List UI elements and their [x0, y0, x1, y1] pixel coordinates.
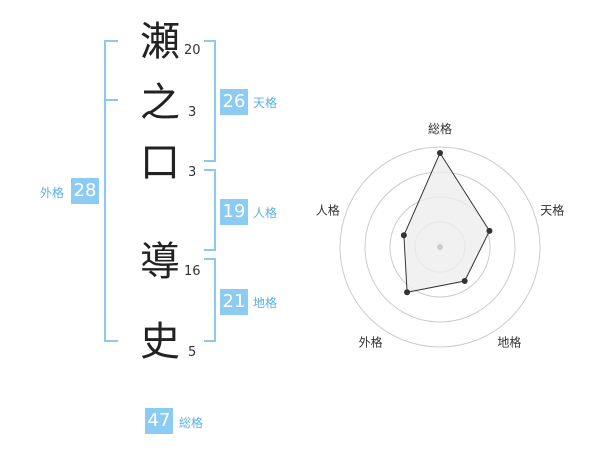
kanji-5: 史 — [140, 319, 180, 365]
radar-polygon — [403, 151, 491, 293]
radar-ring-1 — [414, 221, 466, 273]
radar-point-3 — [461, 277, 468, 284]
radar-center-dot — [437, 244, 443, 250]
radar-axis-label-2: 天格 — [540, 203, 564, 218]
radar-axis-label-4: 外格 — [359, 334, 383, 349]
gaikaku-label: 外格 — [40, 186, 65, 200]
stroke-count-5: 5 — [188, 345, 197, 360]
stroke-count-2: 3 — [188, 105, 197, 120]
jinkaku-label: 人格 — [253, 206, 278, 220]
kanji-1: 瀬 — [140, 19, 180, 65]
radar-ring-2 — [389, 196, 491, 298]
radar-point-2 — [486, 227, 493, 234]
chikaku-bracket — [204, 258, 216, 342]
stroke-count-1: 20 — [184, 43, 201, 58]
radar-point-4 — [404, 289, 411, 296]
jinkaku-bracket — [204, 169, 216, 251]
stroke-count-3: 3 — [188, 165, 197, 180]
radar-ring-4 — [339, 146, 541, 348]
jinkaku-value: 19 — [220, 199, 248, 225]
chikaku-value: 21 — [220, 289, 248, 315]
chikaku-label: 地格 — [253, 296, 278, 310]
kanji-3: 口 — [140, 140, 180, 186]
stroke-count-4: 16 — [184, 264, 201, 279]
radar-ring-3 — [364, 171, 516, 323]
kanji-4: 導 — [140, 239, 180, 285]
soukaku-label: 総格 — [179, 416, 204, 430]
soukaku-value: 47 — [145, 408, 173, 434]
radar-point-5 — [400, 232, 407, 239]
radar-point-1 — [437, 150, 443, 156]
radar-axis-label-3: 地格 — [497, 334, 521, 349]
kanji-2: 之 — [140, 80, 180, 126]
radar-axis-label-1: 総格 — [428, 121, 452, 136]
gaikaku-bracket — [104, 40, 118, 342]
tenkaku-label: 天格 — [253, 96, 278, 110]
tenkaku-bracket — [204, 40, 216, 162]
radar-axis-label-5: 人格 — [316, 203, 340, 218]
gaikaku-value: 28 — [71, 178, 99, 204]
tenkaku-value: 26 — [220, 89, 248, 115]
gaikaku-bracket-tick — [104, 99, 118, 101]
